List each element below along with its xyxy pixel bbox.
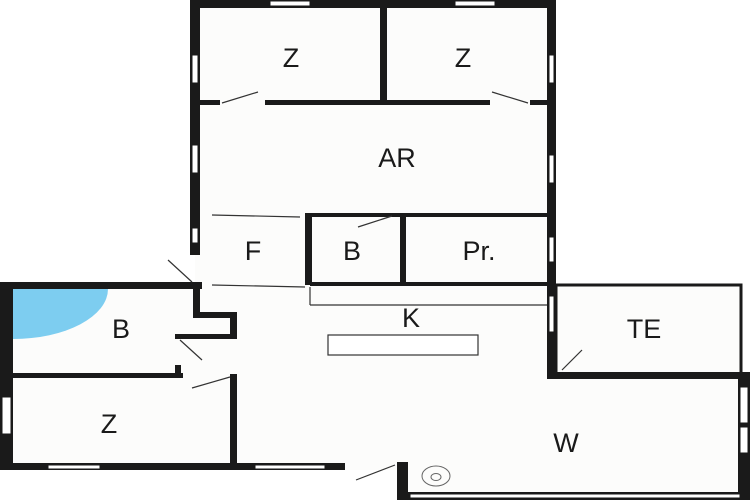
room-label-w: W — [553, 428, 579, 458]
stove-icon — [421, 465, 451, 487]
room-label-pr: Pr. — [462, 236, 495, 266]
room-label-b-small: B — [343, 236, 361, 266]
room-label-ar: AR — [378, 143, 416, 173]
door-swings — [167, 91, 583, 481]
room-label-z-top-left: Z — [283, 43, 300, 73]
room-label-z-top-right: Z — [455, 43, 472, 73]
kitchen-counter — [327, 334, 479, 356]
shower-area — [13, 289, 108, 339]
room-label-te: TE — [627, 314, 662, 344]
room-label-z-bottom: Z — [101, 409, 118, 439]
room-label-k: K — [402, 303, 420, 333]
room-label-f: F — [245, 236, 262, 266]
floor-areas — [5, 5, 745, 495]
room-label-b-bath: B — [112, 314, 130, 344]
